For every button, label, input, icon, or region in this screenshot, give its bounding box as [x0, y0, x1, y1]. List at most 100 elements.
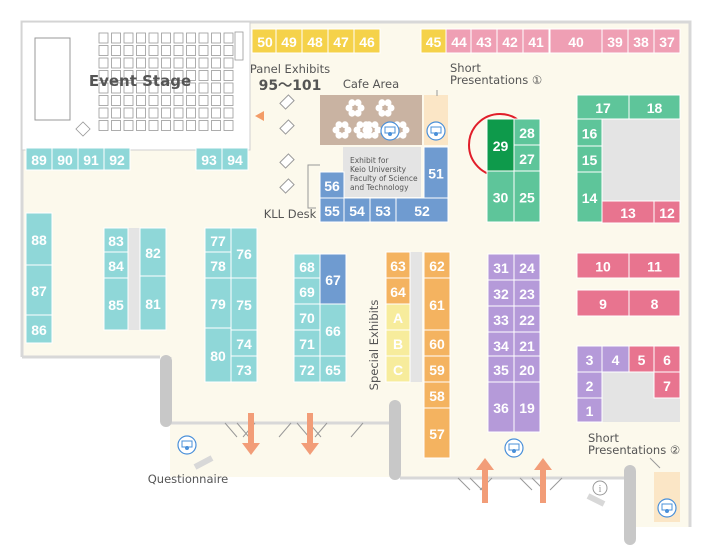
booth-80[interactable]: 80 — [204, 327, 232, 383]
booth-86[interactable]: 86 — [25, 314, 53, 344]
booth-62[interactable]: 62 — [423, 251, 451, 279]
booth-63[interactable]: 63 — [385, 251, 411, 279]
booth-58[interactable]: 58 — [423, 381, 451, 409]
booth-35[interactable]: 35 — [487, 355, 515, 383]
booth-74-shape — [230, 329, 258, 357]
booth-56[interactable]: 56 — [319, 171, 345, 199]
booth-59-label: 59 — [429, 362, 445, 378]
booth-33[interactable]: 33 — [487, 305, 515, 333]
booth-48[interactable]: 48 — [301, 28, 329, 54]
booth-11[interactable]: 11 — [628, 252, 681, 279]
booth-49[interactable]: 49 — [275, 28, 303, 54]
booth-42[interactable]: 42 — [496, 28, 524, 54]
booth-20[interactable]: 20 — [513, 355, 541, 383]
booth-24[interactable]: 24 — [513, 253, 541, 281]
booth-80-shape — [204, 327, 232, 383]
booth-81[interactable]: 81 — [139, 275, 167, 331]
booth-91[interactable]: 91 — [77, 147, 105, 171]
booth-72[interactable]: 72 — [293, 355, 321, 383]
booth-69[interactable]: 69 — [293, 277, 321, 305]
booth-9[interactable]: 9 — [576, 289, 630, 317]
booth-8[interactable]: 8 — [628, 289, 681, 317]
booth-76[interactable]: 76 — [230, 227, 258, 279]
booth-74[interactable]: 74 — [230, 329, 258, 357]
booth-67[interactable]: 67 — [319, 253, 347, 305]
booth-45[interactable]: 45 — [420, 28, 447, 54]
booth-3[interactable]: 3 — [576, 345, 603, 373]
booth-41[interactable]: 41 — [522, 28, 550, 54]
booth-29[interactable]: 29 — [486, 118, 515, 172]
booth-16[interactable]: 16 — [576, 118, 603, 147]
booth-90[interactable]: 90 — [51, 147, 79, 171]
booth-39[interactable]: 39 — [601, 28, 629, 54]
booth-65[interactable]: 65 — [319, 355, 347, 383]
booth-93[interactable]: 93 — [195, 147, 223, 171]
booth-27[interactable]: 27 — [513, 144, 541, 172]
booth-36[interactable]: 36 — [487, 381, 515, 433]
booth-4[interactable]: 4 — [601, 345, 630, 373]
booth-14[interactable]: 14 — [576, 171, 603, 223]
booth-17[interactable]: 17 — [576, 94, 630, 120]
booth-21[interactable]: 21 — [513, 331, 541, 359]
booth-60[interactable]: 60 — [423, 329, 451, 357]
booth-79[interactable]: 79 — [204, 277, 232, 329]
booth-83[interactable]: 83 — [103, 227, 129, 253]
booth-71[interactable]: 71 — [293, 329, 321, 357]
booth-B[interactable]: B — [385, 329, 411, 357]
booth-84[interactable]: 84 — [103, 251, 129, 279]
booth-89[interactable]: 89 — [25, 147, 53, 171]
booth-38[interactable]: 38 — [627, 28, 655, 54]
booth-73[interactable]: 73 — [230, 355, 258, 383]
booth-92[interactable]: 92 — [103, 147, 131, 171]
booth-43[interactable]: 43 — [470, 28, 498, 54]
booth-2[interactable]: 2 — [576, 371, 603, 399]
booth-51[interactable]: 51 — [423, 146, 449, 199]
booth-7[interactable]: 7 — [653, 371, 681, 399]
booth-28[interactable]: 28 — [513, 118, 541, 146]
booth-23[interactable]: 23 — [513, 279, 541, 307]
booth-88[interactable]: 88 — [25, 212, 53, 266]
booth-59[interactable]: 59 — [423, 355, 451, 383]
booth-77[interactable]: 77 — [204, 227, 232, 253]
booth-32[interactable]: 32 — [487, 279, 515, 307]
booth-53[interactable]: 53 — [369, 197, 397, 223]
booth-25[interactable]: 25 — [513, 170, 541, 223]
booth-5[interactable]: 5 — [628, 345, 655, 373]
booth-6[interactable]: 6 — [653, 345, 681, 373]
booth-82[interactable]: 82 — [139, 227, 167, 277]
booth-54[interactable]: 54 — [343, 197, 371, 223]
booth-22[interactable]: 22 — [513, 305, 541, 333]
booth-30[interactable]: 30 — [486, 170, 515, 223]
booth-46[interactable]: 46 — [353, 28, 381, 54]
booth-13[interactable]: 13 — [601, 200, 655, 224]
booth-10[interactable]: 10 — [576, 252, 630, 279]
booth-78[interactable]: 78 — [204, 251, 232, 279]
booth-37[interactable]: 37 — [653, 28, 681, 54]
booth-47[interactable]: 47 — [327, 28, 355, 54]
booth-70[interactable]: 70 — [293, 303, 321, 331]
booth-66[interactable]: 66 — [319, 303, 347, 357]
booth-15[interactable]: 15 — [576, 145, 603, 173]
booth-61[interactable]: 61 — [423, 277, 451, 331]
booth-85[interactable]: 85 — [103, 277, 129, 331]
booth-44[interactable]: 44 — [445, 28, 473, 54]
booth-50[interactable]: 50 — [251, 28, 279, 54]
booth-64[interactable]: 64 — [385, 277, 411, 305]
booth-55[interactable]: 55 — [319, 197, 345, 223]
booth-34[interactable]: 34 — [487, 331, 515, 359]
booth-87[interactable]: 87 — [25, 264, 53, 316]
booth-52[interactable]: 52 — [395, 197, 449, 223]
booth-31[interactable]: 31 — [487, 253, 515, 281]
booth-57[interactable]: 57 — [423, 407, 451, 459]
booth-1[interactable]: 1 — [576, 397, 603, 423]
booth-19[interactable]: 19 — [513, 381, 541, 433]
booth-94[interactable]: 94 — [221, 147, 249, 171]
booth-40[interactable]: 40 — [549, 28, 603, 54]
booth-A[interactable]: A — [385, 303, 411, 331]
booth-75[interactable]: 75 — [230, 277, 258, 331]
booth-18[interactable]: 18 — [628, 94, 681, 120]
booth-C[interactable]: C — [385, 355, 411, 383]
booth-3-label: 3 — [586, 352, 594, 368]
booth-68[interactable]: 68 — [293, 253, 321, 279]
booth-12[interactable]: 12 — [653, 200, 681, 224]
